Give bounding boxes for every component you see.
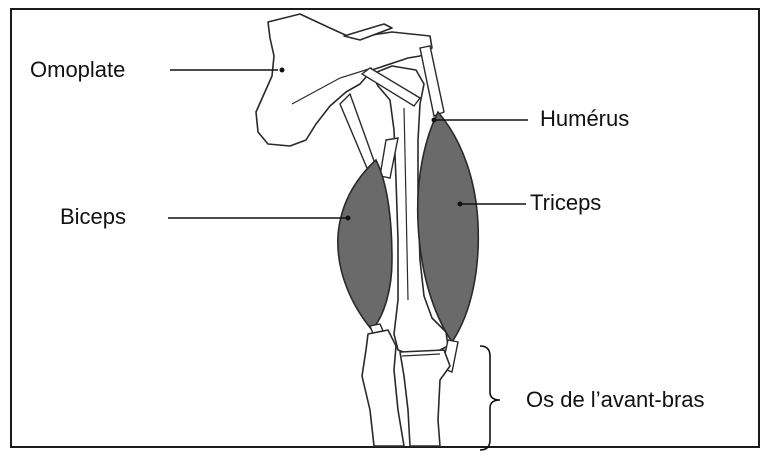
ulna-bone	[400, 350, 450, 446]
scapula-pointer-dot	[280, 68, 285, 73]
humerus-label: Humérus	[540, 108, 629, 130]
scapula-label: Omoplate	[30, 59, 125, 81]
triceps-upper-tendon	[420, 46, 444, 116]
humerus-pointer-dot	[432, 118, 437, 123]
forearm-label: Os de l’avant-bras	[526, 389, 705, 411]
triceps-pointer-dot	[458, 202, 463, 207]
biceps-muscle	[338, 160, 392, 330]
triceps-label: Triceps	[530, 192, 601, 214]
biceps-label: Biceps	[60, 206, 126, 228]
forearm-brace	[480, 346, 500, 450]
biceps-pointer-dot	[346, 216, 351, 221]
